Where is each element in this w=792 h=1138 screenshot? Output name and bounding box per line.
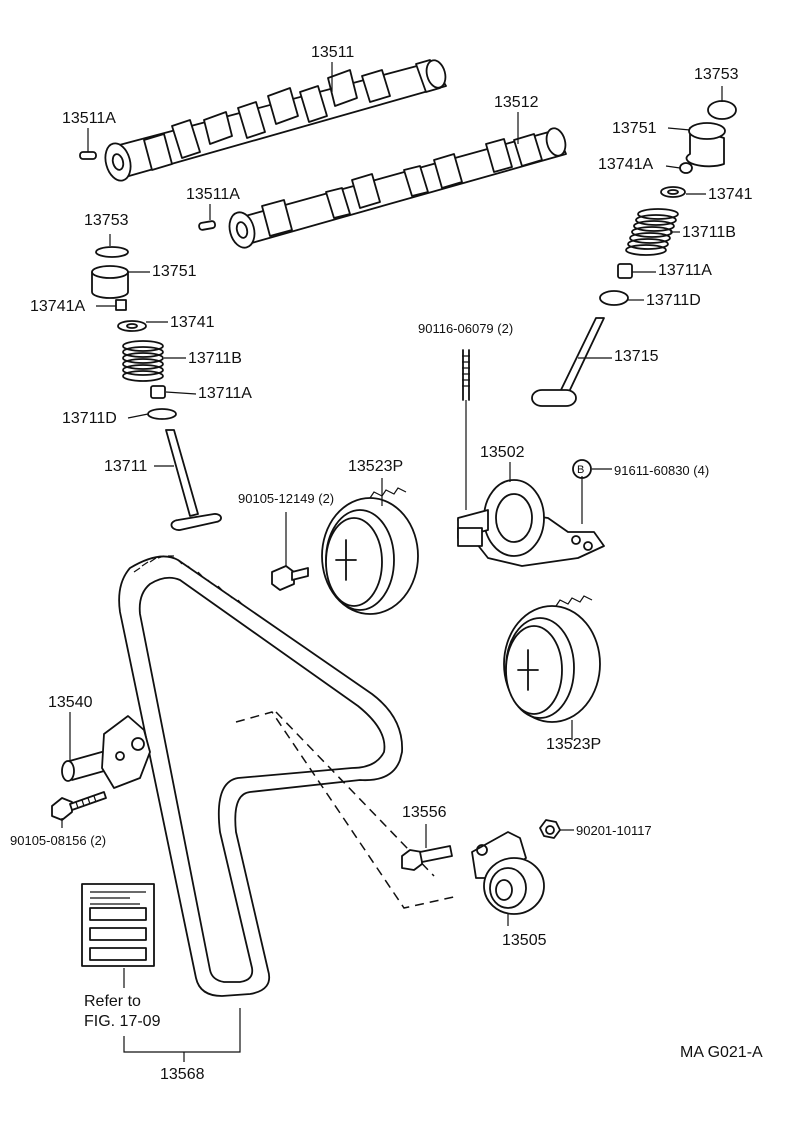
label-spring-left: 13711B <box>188 350 242 367</box>
stud-bolt-icon <box>462 349 470 510</box>
camshaft-13511 <box>104 59 447 182</box>
label-pulley-lower: 13523P <box>546 736 602 753</box>
label-lifter-left: 13751 <box>152 263 197 280</box>
label-stud-bolt: 90116-06079 (2) <box>418 321 514 336</box>
dashed-guide-upper <box>235 711 459 909</box>
bolt-housing-marker-icon <box>572 459 592 479</box>
label-knock-pin-left: 13511A <box>62 110 116 127</box>
figure-code: MA G021-A <box>680 1044 763 1061</box>
label-timing-belt: 13568 <box>160 1066 205 1083</box>
refer-card-icon <box>81 883 155 967</box>
idler-pin-icon <box>401 836 453 871</box>
label-camshaft-housing: 13502 <box>480 444 525 461</box>
label-seat-left: 13711D <box>62 410 117 427</box>
label-seal-left: 13711A <box>198 385 252 402</box>
valve-stack-left <box>91 246 222 531</box>
label-idler-pulley: 13505 <box>502 932 547 949</box>
label-camshaft-13511: 13511 <box>311 44 355 61</box>
tensioner-bolt-icon <box>51 791 107 821</box>
camshaft-13512 <box>228 127 567 249</box>
pulley-bolt-icon <box>271 512 309 591</box>
label-knock-pin-center: 13511A <box>186 186 240 203</box>
label-pulley-upper: 13523P <box>348 458 404 475</box>
label-idler-pin: 13556 <box>402 804 447 821</box>
valve-stack-right <box>531 100 737 407</box>
label-keeper-left: 13741A <box>30 298 86 315</box>
tensioner-13540 <box>61 715 151 789</box>
camshaft-housing-13502 <box>457 476 605 567</box>
knock-pin-left-icon <box>79 151 97 160</box>
label-shim-right: 13753 <box>694 66 739 83</box>
idler-pulley-13505 <box>471 831 545 926</box>
label-lifter-right: 13751 <box>612 120 657 137</box>
label-bolt-pulley: 90105-12149 (2) <box>238 491 335 506</box>
label-bolt-housing: 91611-60830 (4) <box>614 463 710 478</box>
label-seal-right: 13711A <box>658 262 712 279</box>
refer-note-line1: Refer to <box>84 993 141 1010</box>
label-nut-idler: 90201-10117 <box>576 823 652 838</box>
timing-belt-13568 <box>118 555 403 997</box>
camshaft-pulley-lower <box>503 595 601 740</box>
label-valve-intake: 13711 <box>104 458 148 475</box>
label-spring-right: 13711B <box>682 224 736 241</box>
knock-pin-center-icon <box>198 220 216 231</box>
label-retainer-left: 13741 <box>170 314 215 331</box>
dashed-guide-lower <box>275 711 435 877</box>
camshaft-pulley-upper <box>321 487 419 615</box>
label-shim-left: 13753 <box>84 212 129 229</box>
nut-icon <box>539 819 561 839</box>
label-tensioner: 13540 <box>48 694 93 711</box>
label-bolt-tensioner: 90105-08156 (2) <box>10 833 107 848</box>
label-bolt-housing-marker: B <box>577 464 585 476</box>
leader-lines <box>61 62 723 1062</box>
label-keeper-right: 13741A <box>598 156 654 173</box>
label-retainer-right: 13741 <box>708 186 753 203</box>
refer-note-line2: FIG. 17-09 <box>84 1013 161 1030</box>
label-valve-exhaust: 13715 <box>614 348 659 365</box>
label-camshaft-13512: 13512 <box>494 94 539 111</box>
label-seat-right: 13711D <box>646 292 701 309</box>
